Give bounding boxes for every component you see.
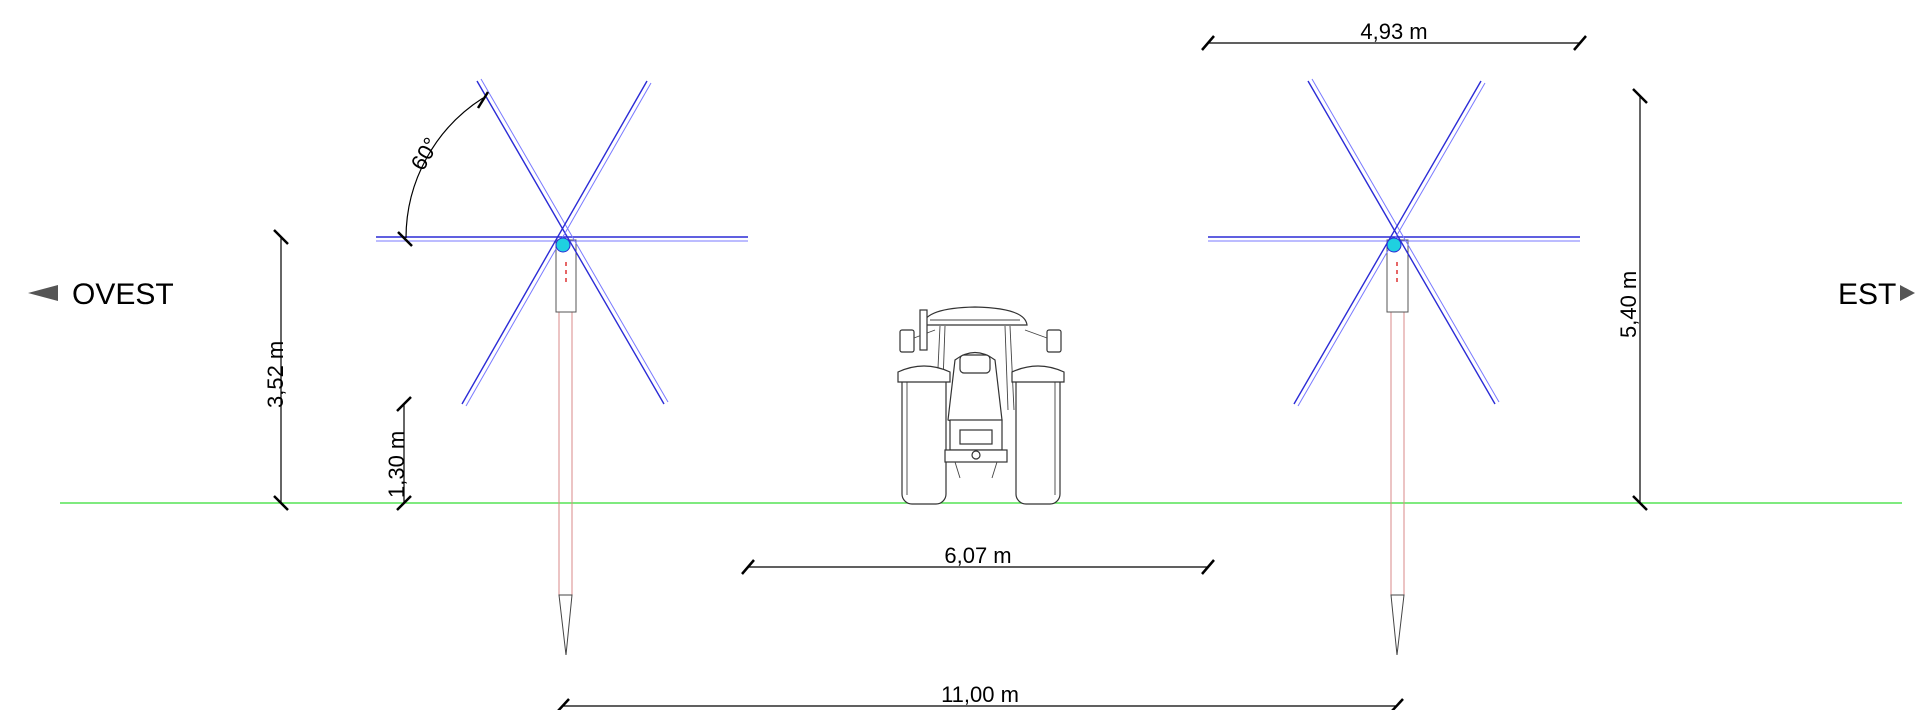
total-height-label: 5,40 m <box>1616 271 1641 338</box>
west-tracker <box>376 78 748 656</box>
west-direction-marker: OVEST <box>28 278 174 311</box>
triangle-left-icon <box>28 285 58 301</box>
east-tracker <box>1208 78 1580 656</box>
row-gap-label: 6,07 m <box>944 543 1011 568</box>
west-pile <box>555 239 577 656</box>
panel-height-label: 3,52 m <box>263 341 288 408</box>
panel-height-dimension: 3,52 m <box>263 229 289 511</box>
east-hub <box>1386 237 1402 253</box>
east-label: EST <box>1838 278 1896 311</box>
panel-width-label: 4,93 m <box>1360 19 1427 44</box>
clearance-height-label: 1,30 m <box>384 431 409 498</box>
row-pitch-label: 11,00 m <box>941 682 1019 707</box>
row-pitch-dimension: 11,00 m <box>557 682 1404 710</box>
east-direction-marker: EST <box>1838 278 1915 311</box>
tractor-front-view <box>897 306 1065 505</box>
clearance-height-dimension: 1,30 m <box>384 396 412 511</box>
total-height-dimension: 5,40 m <box>1616 88 1648 511</box>
triangle-right-icon <box>1900 285 1915 301</box>
row-gap-dimension: 6,07 m <box>741 543 1215 575</box>
west-panel-tilted-a <box>476 78 669 405</box>
east-pile <box>1386 239 1409 656</box>
panel-width-dimension: 4,93 m <box>1201 19 1587 51</box>
west-hub <box>555 237 571 253</box>
tilt-angle-dimension: 60° <box>397 91 490 247</box>
west-label: OVEST <box>72 278 174 311</box>
east-panel-tilted-a <box>1307 78 1500 405</box>
